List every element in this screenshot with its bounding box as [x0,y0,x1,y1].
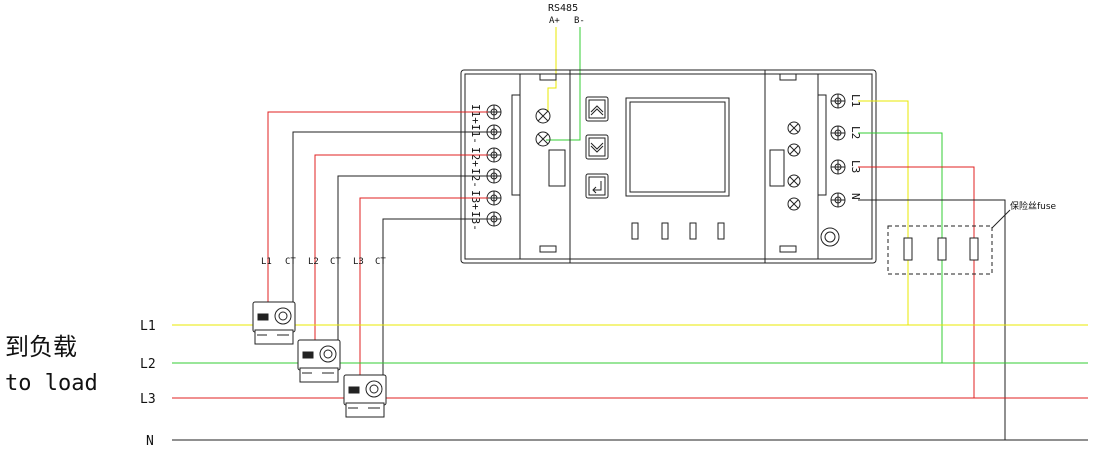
rs485-b-wire [546,27,581,141]
bus-label-l3: L3 [140,392,156,407]
terminal-label: I3+ [469,190,482,210]
down-button [585,134,609,160]
lcd-display-frame [625,97,730,197]
ct-wire-label: CT [285,257,296,267]
rs485-b-label: B- [574,16,585,26]
voltage-terminal-n: N [830,192,862,208]
fuse-box [887,225,993,275]
current-terminal-i2minus: I2- [469,168,502,188]
ct-wire-label: L1 [261,257,272,267]
right-latch-window [769,149,785,187]
rs485-a-terminal [535,108,551,124]
right-aux-screws [787,121,801,211]
ct-wire-label: L2 [308,257,319,267]
terminal-label: I1- [469,124,482,144]
rs485-b-terminal [535,131,551,147]
voltage-terminal-l1: L1 [830,93,862,109]
energy-meter [460,69,877,264]
led-3 [689,222,697,240]
terminal-label: N [849,193,862,200]
bus-label-l2: L2 [140,357,156,372]
terminal-label: L3 [849,160,862,173]
current-terminal-i2plus: I2+ [469,147,502,167]
top-left-clip [539,73,557,81]
terminal-label: I2- [469,168,482,188]
ct-wire-label: CT [330,257,341,267]
rs485-title: RS485 [548,3,578,14]
rs485-a-wire [547,27,557,112]
rs485-a-label: A+ [549,16,560,26]
voltage-terminal-l2: L2 [830,125,862,141]
ct1-minus-wire [292,131,488,315]
ct3-plus-wire [359,197,488,400]
led-2 [661,222,669,240]
l2-voltage-wire [858,132,943,363]
ct2-plus-wire [314,154,488,365]
voltage-terminal-l3: L3 [830,159,862,175]
fuse-l3 [969,237,979,261]
ct-wire-label: L3 [353,257,364,267]
load-label-zh: 到负载 [5,333,77,361]
current-terminal-i1minus: I1- [469,124,502,144]
terminal-label: L1 [849,94,862,107]
current-terminal-i3minus: I3- [469,211,502,231]
up-button [585,96,609,122]
led-4 [717,222,725,240]
ct-wire-label: CT [375,257,386,267]
current-transformer-2 [297,339,341,383]
right-latch [818,94,827,196]
top-right-clip [779,73,797,81]
fuse-label: 保险丝fuse [1010,200,1057,212]
ct3-minus-wire [382,218,488,385]
bus-label-n: N [146,434,154,449]
terminal-label: I2+ [469,147,482,167]
reset-knob [820,227,840,247]
bottom-right-clip [779,245,797,253]
terminal-label: L2 [849,126,862,139]
bus-label-l1: L1 [140,319,156,334]
fuse-leader [991,209,1011,229]
enter-button [585,173,609,199]
terminal-label: I1+ [469,104,482,124]
fuse-l1 [903,237,913,261]
current-terminal-i1plus: I1+ [469,104,502,124]
l1-voltage-wire [858,100,909,325]
n-voltage-wire [858,199,1006,440]
load-label-en: to load [5,371,98,396]
left-latch [511,94,520,196]
lcd-display [629,101,726,193]
current-terminal-i3plus: I3+ [469,190,502,210]
current-transformer-1 [252,301,296,345]
left-latch-window [548,149,566,187]
led-1 [631,222,639,240]
terminal-label: I3- [469,211,482,231]
fuse-l2 [937,237,947,261]
l3-voltage-wire [858,166,975,398]
ct2-minus-wire [337,175,488,350]
ct1-plus-wire [267,111,488,330]
bottom-left-clip [539,245,557,253]
current-transformer-3 [343,374,387,418]
